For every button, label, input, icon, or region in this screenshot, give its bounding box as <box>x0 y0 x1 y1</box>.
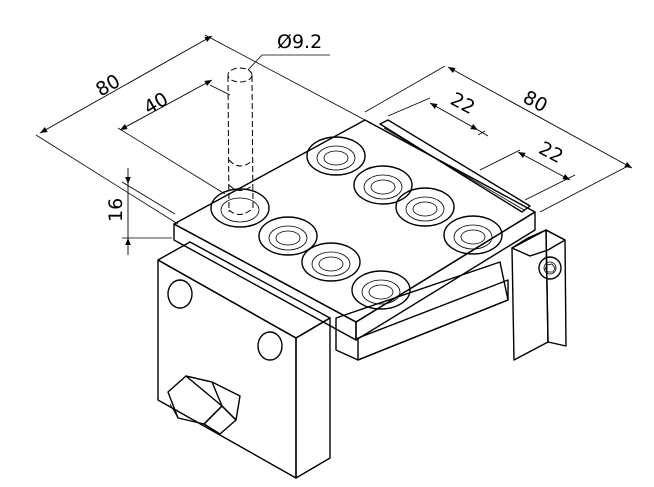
socket-screw-inner <box>543 261 557 275</box>
left-bracket-top <box>157 241 331 339</box>
plate-right-face <box>355 211 536 341</box>
hole-1 <box>306 136 366 176</box>
hole-8 <box>351 270 411 310</box>
bracket-hole-upper <box>167 279 193 309</box>
right-bracket <box>511 229 567 361</box>
label-80-left: 80 <box>92 70 124 101</box>
hole-3 <box>395 187 455 227</box>
left-bracket-front <box>157 259 297 479</box>
label-40: 40 <box>140 88 172 119</box>
socket-screw-icon <box>538 256 562 280</box>
label-16: 16 <box>105 198 127 222</box>
hole-6 <box>258 216 318 256</box>
right-bracket-top <box>511 229 566 257</box>
hole-7 <box>301 242 361 282</box>
right-bracket-front <box>511 229 549 361</box>
right-bracket-side <box>545 229 567 347</box>
hole-4 <box>443 215 503 255</box>
bracket-hole-lower <box>257 331 283 361</box>
support-bottom-face <box>357 279 509 361</box>
hole-2 <box>353 165 413 205</box>
left-bracket-side <box>295 317 331 479</box>
label-diameter: Ø9.2 <box>277 31 322 53</box>
holes <box>210 136 503 310</box>
pin <box>227 67 254 215</box>
label-80-right: 80 <box>519 86 551 117</box>
hole-5 <box>210 188 270 228</box>
pin-top <box>227 67 253 83</box>
hex-bolt-icon <box>167 375 241 435</box>
label-22-top: 22 <box>447 88 479 119</box>
dimension-lines <box>35 34 633 255</box>
rail-strip <box>379 119 531 213</box>
left-bracket <box>157 241 331 479</box>
hex-socket-icon <box>544 263 556 273</box>
center-support <box>335 261 509 361</box>
